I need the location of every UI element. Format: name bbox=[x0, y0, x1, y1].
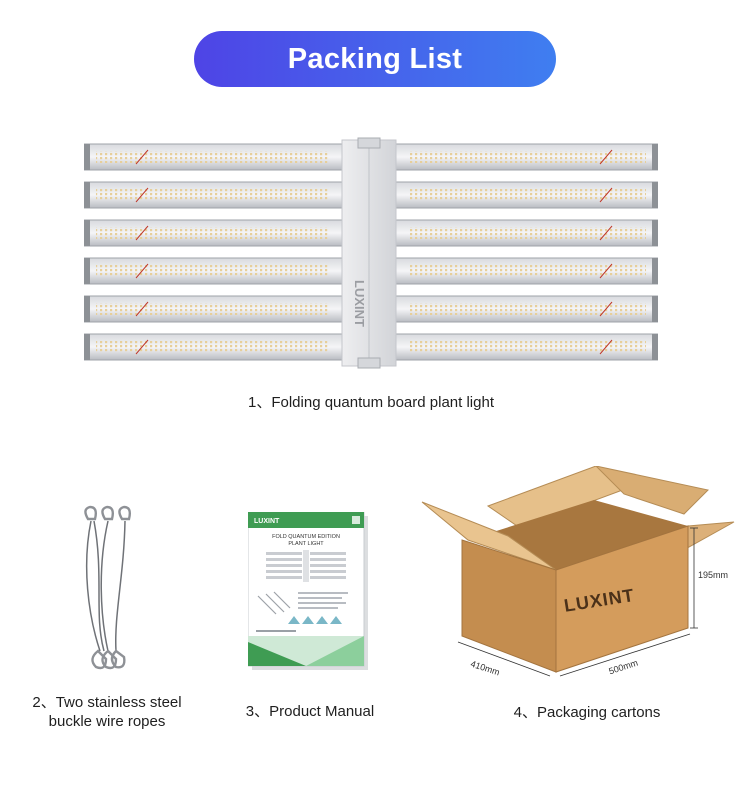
bar-wire bbox=[599, 301, 613, 317]
bar-wire bbox=[135, 339, 149, 355]
bar-end-cap bbox=[84, 258, 90, 284]
bar-end-cap bbox=[652, 258, 658, 284]
page-title: Packing List bbox=[287, 42, 463, 75]
bar-end-cap bbox=[652, 220, 658, 246]
led-strip bbox=[96, 189, 330, 201]
carton-depth-label: 410mm bbox=[469, 659, 501, 678]
item-2-caption: 2、Two stainless steel buckle wire ropes bbox=[32, 694, 182, 730]
bar-end-cap bbox=[652, 296, 658, 322]
bar-wire bbox=[599, 187, 613, 203]
bar-end-cap bbox=[652, 334, 658, 360]
led-strip bbox=[408, 303, 646, 315]
bar-end-cap bbox=[652, 144, 658, 170]
product-manual-image: LUXINT FOLD QUANTUM EDITION PLANT LIGHT bbox=[248, 512, 368, 670]
bar-wire bbox=[135, 301, 149, 317]
svg-text:FOLD QUANTUM EDITION: FOLD QUANTUM EDITION bbox=[272, 534, 340, 540]
packing-list-title-banner: Packing List bbox=[194, 31, 556, 87]
bar-end-cap bbox=[84, 296, 90, 322]
led-strip bbox=[408, 227, 646, 239]
bar-wire bbox=[599, 263, 613, 279]
item-3-caption: 3、Product Manual bbox=[245, 703, 375, 720]
led-strip bbox=[408, 189, 646, 201]
led-strip bbox=[408, 265, 646, 277]
bar-wire bbox=[135, 263, 149, 279]
bar-wire bbox=[135, 149, 149, 165]
bar-wire bbox=[135, 187, 149, 203]
light-brand-label: LUXINT bbox=[352, 280, 367, 327]
led-strip bbox=[96, 265, 330, 277]
bar-wire bbox=[135, 225, 149, 241]
item-1-caption: 1、Folding quantum board plant light bbox=[248, 394, 494, 411]
item-4-caption: 4、Packaging cartons bbox=[513, 704, 661, 721]
carton-height-label: 195mm bbox=[698, 570, 728, 580]
led-strip bbox=[96, 303, 330, 315]
carton-width-label: 500mm bbox=[607, 658, 639, 677]
led-strip bbox=[408, 151, 646, 163]
led-strip bbox=[96, 151, 330, 163]
led-strip bbox=[408, 341, 646, 353]
plant-light-image: LUXINT bbox=[84, 137, 658, 369]
bar-wire bbox=[599, 339, 613, 355]
led-strip bbox=[96, 227, 330, 239]
manual-brand-label: LUXINT bbox=[254, 518, 280, 525]
wire-ropes-image bbox=[84, 505, 132, 670]
bar-wire bbox=[599, 149, 613, 165]
packaging-carton-image: LUXINT 195mm 410mm 500mm bbox=[421, 466, 735, 678]
svg-text:PLANT LIGHT: PLANT LIGHT bbox=[288, 541, 324, 547]
led-strip bbox=[96, 341, 330, 353]
bar-end-cap bbox=[84, 334, 90, 360]
bar-end-cap bbox=[84, 182, 90, 208]
bar-wire bbox=[599, 225, 613, 241]
bar-end-cap bbox=[84, 144, 90, 170]
bar-end-cap bbox=[84, 220, 90, 246]
bar-end-cap bbox=[652, 182, 658, 208]
